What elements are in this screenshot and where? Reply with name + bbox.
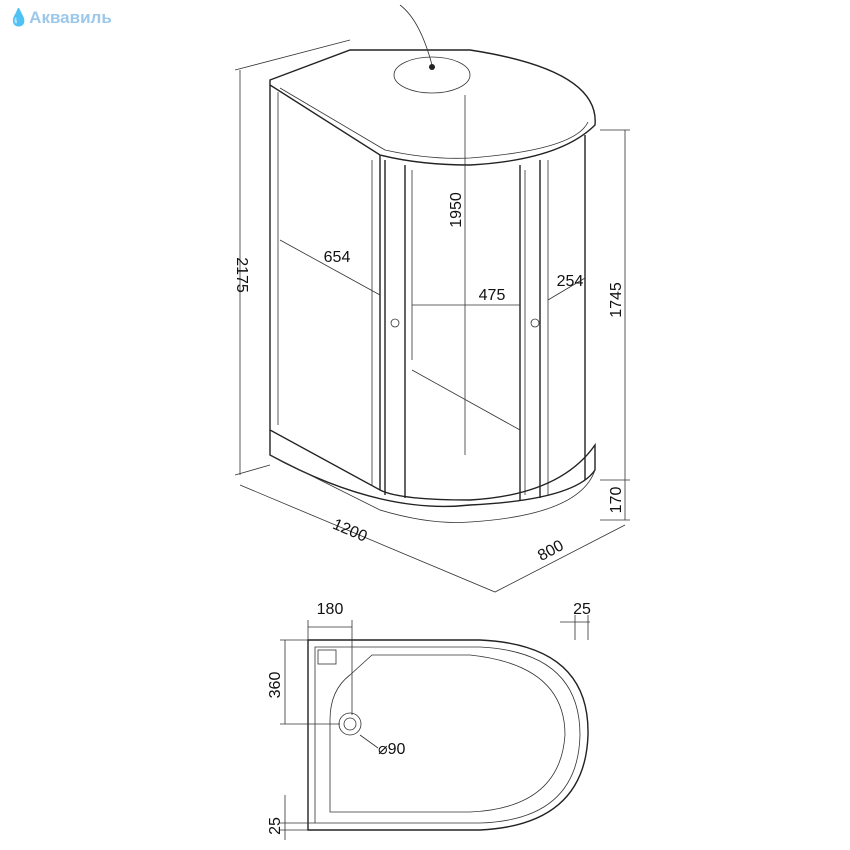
dim-label-side-panel: 254 — [557, 273, 584, 290]
dim-label-total-height: 2175 — [233, 257, 250, 293]
tray-top-view: 180 25 360 ⌀90 25 — [267, 601, 591, 840]
dim-label-panel-height: 1745 — [608, 282, 625, 318]
tray-basin — [329, 654, 566, 813]
dim-line-1200-800 — [239, 484, 626, 593]
door-frames — [384, 135, 586, 500]
shower-fitting — [429, 64, 435, 70]
door-rails — [411, 160, 549, 495]
shower-tray — [269, 430, 596, 508]
tray-outline — [307, 639, 589, 831]
dim-label-drain-diameter: ⌀90 — [378, 741, 406, 758]
tray-inner-edge — [411, 369, 521, 431]
dim-line-360 — [280, 639, 340, 725]
dim-label-drain-y: 360 — [267, 672, 284, 699]
logo-text: Аквавиль — [29, 8, 112, 27]
drain-inner — [343, 717, 357, 731]
dim-line-654 — [279, 239, 381, 296]
dim-line-25-bottom — [280, 795, 315, 840]
mixer-icon — [317, 649, 337, 665]
dim-line-180 — [307, 620, 353, 715]
shower-hose — [399, 4, 433, 66]
cabin-3d-view: 2175 654 1950 475 254 1745 170 1200 800 — [233, 4, 630, 593]
drain-icon — [338, 712, 362, 736]
dim-label-door-width: 654 — [324, 249, 351, 266]
dim-label-inner-height: 1950 — [448, 192, 465, 228]
door-handle-right — [530, 318, 540, 328]
dim-line-1745-170 — [600, 129, 630, 521]
dim-label-length: 1200 — [330, 516, 370, 546]
dim-label-25-top: 25 — [573, 601, 591, 618]
brand-logo: 💧Аквавиль — [8, 8, 112, 27]
roof-inner-edge — [279, 87, 589, 159]
left-panel — [269, 85, 381, 492]
dim-leader-90 — [359, 734, 379, 749]
dim-label-depth: 800 — [535, 537, 567, 565]
dim-line-25-top — [560, 615, 590, 640]
dim-label-25-bottom: 25 — [267, 817, 284, 835]
tray-base — [269, 454, 596, 523]
dim-line-2175 — [234, 39, 351, 476]
door-handle-left — [390, 318, 400, 328]
dim-line-254 — [547, 277, 586, 301]
dim-label-opening-width: 475 — [479, 287, 506, 304]
tray-rim — [314, 646, 581, 824]
left-panel-frame — [277, 92, 373, 485]
dim-label-tray-height: 170 — [608, 487, 625, 514]
shower-head-icon — [393, 56, 471, 94]
cabin-roof — [269, 49, 596, 166]
dim-label-drain-x: 180 — [317, 601, 344, 618]
